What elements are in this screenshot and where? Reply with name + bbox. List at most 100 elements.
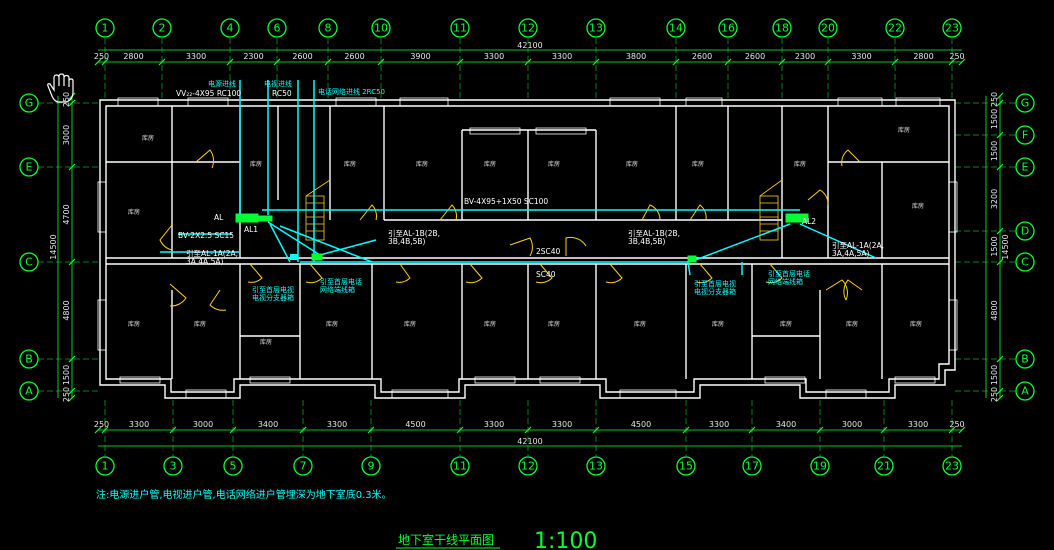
axis-bubble: 18 — [772, 18, 792, 38]
axis-label: 8 — [325, 22, 332, 35]
dim-label: 2600 — [292, 52, 312, 61]
room-label: 库房 — [326, 320, 338, 328]
axis-label: 4 — [227, 22, 234, 35]
axis-bubble: 3 — [163, 456, 183, 476]
axis-bubble: 11 — [450, 456, 470, 476]
dim-label: 3300 — [129, 420, 149, 429]
room-label: 库房 — [846, 320, 858, 328]
axis-bubble: G — [1015, 93, 1035, 113]
room-label: 库房 — [260, 338, 272, 346]
label-to-al1b: 引至AL-1B(2B, — [388, 229, 440, 238]
axis-label: 18 — [775, 22, 789, 35]
axis-label: 6 — [274, 22, 281, 35]
axis-label: E — [26, 161, 33, 174]
label-tv-in: 电视进线 — [264, 79, 292, 88]
room-label: 库房 — [712, 320, 724, 328]
label-phone-in: 电话网络进线 2RC50 — [318, 87, 385, 96]
dim-label: 3300 — [186, 52, 206, 61]
label-bus: BV-4X95+1X50 SC100 — [464, 197, 548, 206]
axis-bubble: G — [19, 93, 39, 113]
axis-label: 7 — [300, 460, 307, 473]
label-net-box-r2: 网络端线箱 — [768, 277, 803, 286]
axis-bubble: 19 — [810, 456, 830, 476]
room-label: 库房 — [404, 320, 416, 328]
axis-bubble: 23 — [942, 18, 962, 38]
drawing-scale: 1:100 — [534, 529, 597, 550]
axis-bubble: 20 — [818, 18, 838, 38]
room-label: 库房 — [128, 208, 140, 216]
dim-label: 2600 — [344, 52, 364, 61]
axis-label: 23 — [945, 460, 959, 473]
dim-label: 3900 — [410, 52, 430, 61]
axis-label: G — [1021, 97, 1030, 110]
axis-bubble: D — [1015, 221, 1035, 241]
label-net-box-l2: 网络端线箱 — [320, 285, 355, 294]
room-label: 库房 — [548, 160, 560, 168]
axis-label: 15 — [679, 460, 693, 473]
dim-label: 3300 — [908, 420, 928, 429]
room-label: 库房 — [484, 160, 496, 168]
axis-label: 21 — [877, 460, 891, 473]
label-net-box-l1: 引至首层电话 — [320, 277, 362, 286]
room-label: 库房 — [250, 160, 262, 168]
axis-bubble: 2 — [152, 18, 172, 38]
dim-label: 2800 — [913, 52, 933, 61]
label-sc40a: 2SC40 — [536, 247, 561, 256]
axis-bubble: 4 — [220, 18, 240, 38]
room-label: 库房 — [910, 320, 922, 328]
dim-label: 250 — [62, 387, 71, 402]
axis-bubble: 1 — [95, 18, 115, 38]
dim-label: 3300 — [709, 420, 729, 429]
dim-label: 2600 — [745, 52, 765, 61]
axis-label: 13 — [589, 460, 603, 473]
axis-bubble: E — [19, 157, 39, 177]
dim-label: 3300 — [327, 420, 347, 429]
axis-label: E — [1022, 161, 1029, 174]
dim-label: 3300 — [552, 420, 572, 429]
axis-label: 11 — [453, 22, 467, 35]
axis-bubble: 9 — [361, 456, 381, 476]
axis-label: 23 — [945, 22, 959, 35]
hand-cursor-icon — [47, 73, 74, 103]
dim-label: 3000 — [842, 420, 862, 429]
axis-bubble: B — [1015, 349, 1035, 369]
dim-label: 2600 — [692, 52, 712, 61]
axis-bubble: 17 — [742, 456, 762, 476]
dim-label: 3300 — [484, 52, 504, 61]
label-sc40b: SC40 — [536, 270, 556, 279]
axis-bubble: A — [19, 381, 39, 401]
room-label: 库房 — [548, 320, 560, 328]
label-to-al1b-r2: 3B,4B,5B) — [628, 237, 666, 246]
room-label: 库房 — [128, 320, 140, 328]
dim-label: 3300 — [851, 52, 871, 61]
axis-bubble: 10 — [371, 18, 391, 38]
axis-bubble: 13 — [586, 456, 606, 476]
left-total-dim: 14500 — [49, 234, 58, 259]
axis-bubble: 16 — [718, 18, 738, 38]
dim-label: 2800 — [123, 52, 143, 61]
room-label: 库房 — [692, 160, 704, 168]
axis-label: 5 — [230, 460, 237, 473]
axis-bubble: 14 — [666, 18, 686, 38]
label-to-al1a-r2: 3A,4A,5A) — [832, 249, 869, 258]
axis-label: 19 — [813, 460, 827, 473]
axis-label: 1 — [102, 22, 109, 35]
drawing-title: 地下室干线平面图 — [398, 532, 494, 547]
axis-bubble: 11 — [450, 18, 470, 38]
dim-label: 1500 — [990, 236, 999, 256]
room-label: 库房 — [898, 126, 910, 134]
dim-label: 4500 — [405, 420, 425, 429]
dim-label: 250 — [949, 420, 964, 429]
label-to-al1b-r: 引至AL-1B(2B, — [628, 229, 680, 238]
dim-label: 3000 — [62, 125, 71, 145]
room-label: 库房 — [142, 134, 154, 142]
dim-label: 2300 — [243, 52, 263, 61]
dim-label: 1500 — [62, 365, 71, 385]
axis-label: 12 — [521, 460, 535, 473]
building-walls — [99, 99, 956, 399]
label-tv-box-l1: 引至首层电视 — [252, 285, 294, 294]
axis-gridlines — [38, 38, 1016, 456]
